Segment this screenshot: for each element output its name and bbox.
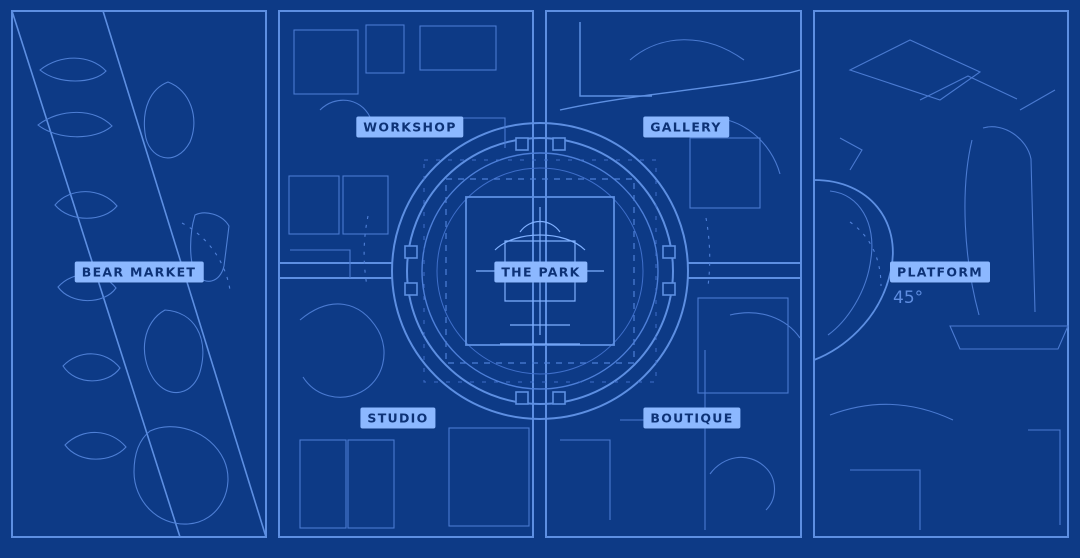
workshop-studio-sketch bbox=[288, 24, 530, 529]
park-gates bbox=[404, 137, 676, 405]
bear-market-frame bbox=[11, 10, 267, 538]
gallery-label[interactable]: GALLERY bbox=[643, 116, 729, 138]
park-details bbox=[423, 159, 657, 383]
studio-label[interactable]: STUDIO bbox=[360, 407, 436, 429]
bear-market-label[interactable]: BEAR MARKET bbox=[74, 261, 204, 283]
boutique-label[interactable]: BOUTIQUE bbox=[643, 407, 741, 429]
park-rings bbox=[391, 122, 689, 420]
platform-label[interactable]: PLATFORM bbox=[890, 261, 990, 283]
platform-frame bbox=[813, 10, 1069, 538]
park-paths bbox=[279, 11, 801, 537]
circle-accents bbox=[181, 215, 882, 291]
platform-angle-text: 45° bbox=[893, 288, 923, 308]
gallery-boutique-sketch bbox=[559, 22, 801, 530]
the-park-label[interactable]: THE PARK bbox=[494, 261, 588, 283]
workshop-label[interactable]: WORKSHOP bbox=[356, 116, 464, 138]
